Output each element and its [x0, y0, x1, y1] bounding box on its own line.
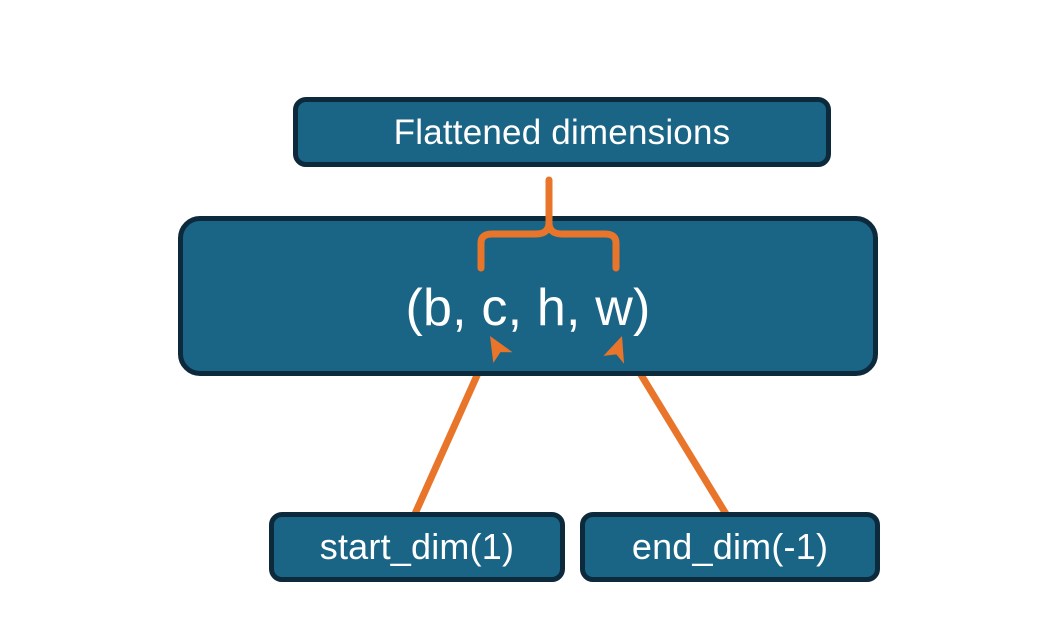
node-flattened-dimensions[interactable]: Flattened dimensions: [293, 97, 831, 167]
node-start-dim[interactable]: start_dim(1): [269, 512, 565, 582]
node-end-dim[interactable]: end_dim(-1): [580, 512, 880, 582]
node-end-dim-label: end_dim(-1): [631, 526, 829, 567]
node-tensor-shape-label: (b, c, h, w): [405, 279, 651, 337]
node-start-dim-label: start_dim(1): [319, 526, 515, 567]
node-tensor-shape[interactable]: (b, c, h, w): [178, 216, 878, 376]
node-flattened-dimensions-label: Flattened dimensions: [393, 112, 731, 152]
